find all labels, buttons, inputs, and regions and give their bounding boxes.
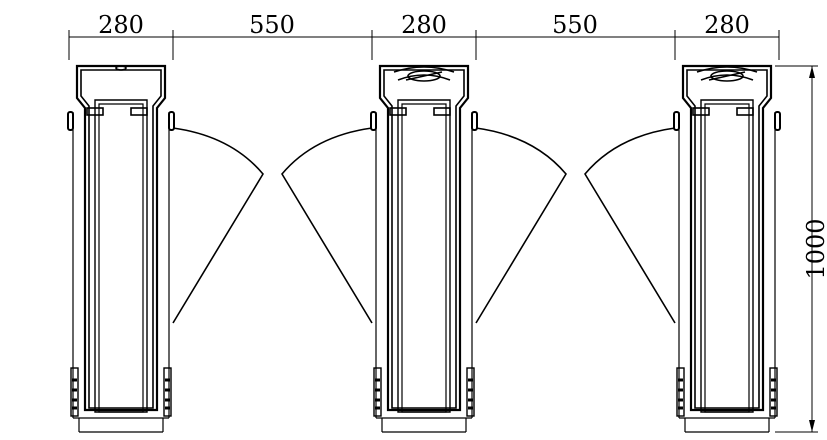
width-dimension-line [68, 30, 780, 60]
dim-pedestal-1: 280 [98, 11, 144, 39]
wing-right-lane-2 [584, 127, 676, 324]
pedestal-right [672, 64, 782, 434]
dim-lane-2: 550 [552, 11, 598, 39]
height-dimension-line [775, 65, 818, 433]
dim-lane-1: 550 [249, 11, 295, 39]
wing-left-lane-2 [475, 127, 567, 324]
pedestal-left [66, 64, 176, 434]
wing-left-lane-1 [172, 127, 264, 324]
dim-height: 1000 [802, 218, 827, 279]
wing-right-lane-1 [281, 127, 373, 324]
dim-pedestal-3: 280 [704, 11, 750, 39]
dim-pedestal-2: 280 [401, 11, 447, 39]
pedestal-middle [369, 64, 479, 434]
